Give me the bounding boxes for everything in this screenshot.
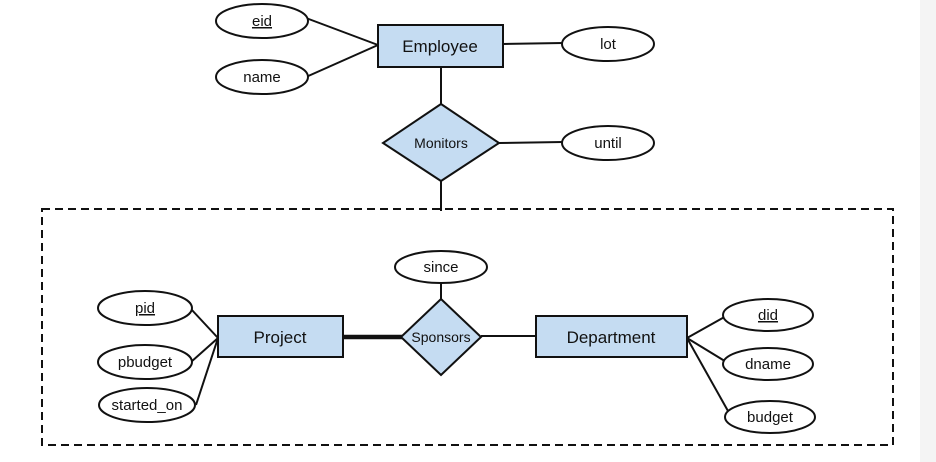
relationship-monitors-label: Monitors bbox=[414, 135, 468, 151]
edge-pbudget-project bbox=[190, 337, 219, 363]
entity-employee: Employee bbox=[377, 24, 504, 68]
edge-department-dname bbox=[686, 337, 729, 364]
entity-department: Department bbox=[535, 315, 688, 358]
attr-pbudget: pbudget bbox=[97, 344, 193, 380]
page-edge-strip bbox=[920, 0, 936, 462]
attr-started-on-ellipse bbox=[98, 387, 196, 423]
attr-did-ellipse bbox=[722, 298, 814, 332]
attr-pid: pid bbox=[97, 290, 193, 326]
entity-employee-box bbox=[377, 24, 504, 68]
edge-pid-project bbox=[190, 308, 219, 339]
entity-project: Project bbox=[217, 315, 344, 358]
attr-dname: dname bbox=[722, 347, 814, 381]
relationship-sponsors-diamond bbox=[399, 297, 483, 377]
edge-eid-employee bbox=[305, 17, 379, 46]
attr-eid: eid bbox=[215, 3, 309, 39]
edge-started-on-project bbox=[195, 337, 219, 406]
entity-project-box bbox=[217, 315, 344, 358]
attr-name-label: name bbox=[243, 69, 281, 86]
attr-name-ellipse bbox=[215, 59, 309, 95]
attr-did: did bbox=[722, 298, 814, 332]
attr-pid-ellipse bbox=[97, 290, 193, 326]
connections bbox=[190, 17, 729, 412]
attr-budget-label: budget bbox=[747, 409, 794, 426]
attr-since-ellipse bbox=[394, 250, 488, 284]
entity-department-label: Department bbox=[567, 328, 656, 347]
relationship-monitors-diamond bbox=[381, 102, 501, 183]
attr-dname-label: dname bbox=[745, 356, 791, 373]
relationship-sponsors-label: Sponsors bbox=[411, 329, 470, 345]
attr-started-on: started_on bbox=[98, 387, 196, 423]
attr-name: name bbox=[215, 59, 309, 95]
attr-budget: budget bbox=[724, 400, 816, 434]
attr-eid-ellipse bbox=[215, 3, 309, 39]
attr-eid-label: eid bbox=[252, 13, 272, 30]
relationship-sponsors: Sponsors bbox=[399, 297, 483, 377]
attr-pbudget-ellipse bbox=[97, 344, 193, 380]
edge-monitors-until bbox=[498, 141, 564, 144]
attr-until-ellipse bbox=[561, 125, 655, 161]
relationship-monitors: Monitors bbox=[381, 102, 501, 183]
entity-employee-label: Employee bbox=[402, 37, 478, 56]
attr-until-label: until bbox=[594, 135, 622, 152]
edge-department-budget bbox=[686, 337, 729, 412]
attr-until: until bbox=[561, 125, 655, 161]
edge-department-did bbox=[686, 314, 729, 339]
edge-employee-lot bbox=[502, 42, 564, 45]
edge-name-employee bbox=[305, 44, 379, 78]
attr-since-label: since bbox=[423, 259, 458, 276]
attr-did-label: did bbox=[758, 307, 778, 324]
attr-lot: lot bbox=[561, 26, 655, 62]
attr-dname-ellipse bbox=[722, 347, 814, 381]
attr-pbudget-label: pbudget bbox=[118, 354, 173, 371]
attr-pid-label: pid bbox=[135, 300, 155, 317]
attr-lot-ellipse bbox=[561, 26, 655, 62]
attr-started-on-label: started_on bbox=[112, 397, 183, 414]
attr-lot-label: lot bbox=[600, 36, 617, 53]
entity-department-box bbox=[535, 315, 688, 358]
entity-project-label: Project bbox=[254, 328, 307, 347]
aggregation-boundary bbox=[41, 208, 894, 446]
attr-since: since bbox=[394, 250, 488, 284]
attr-budget-ellipse bbox=[724, 400, 816, 434]
